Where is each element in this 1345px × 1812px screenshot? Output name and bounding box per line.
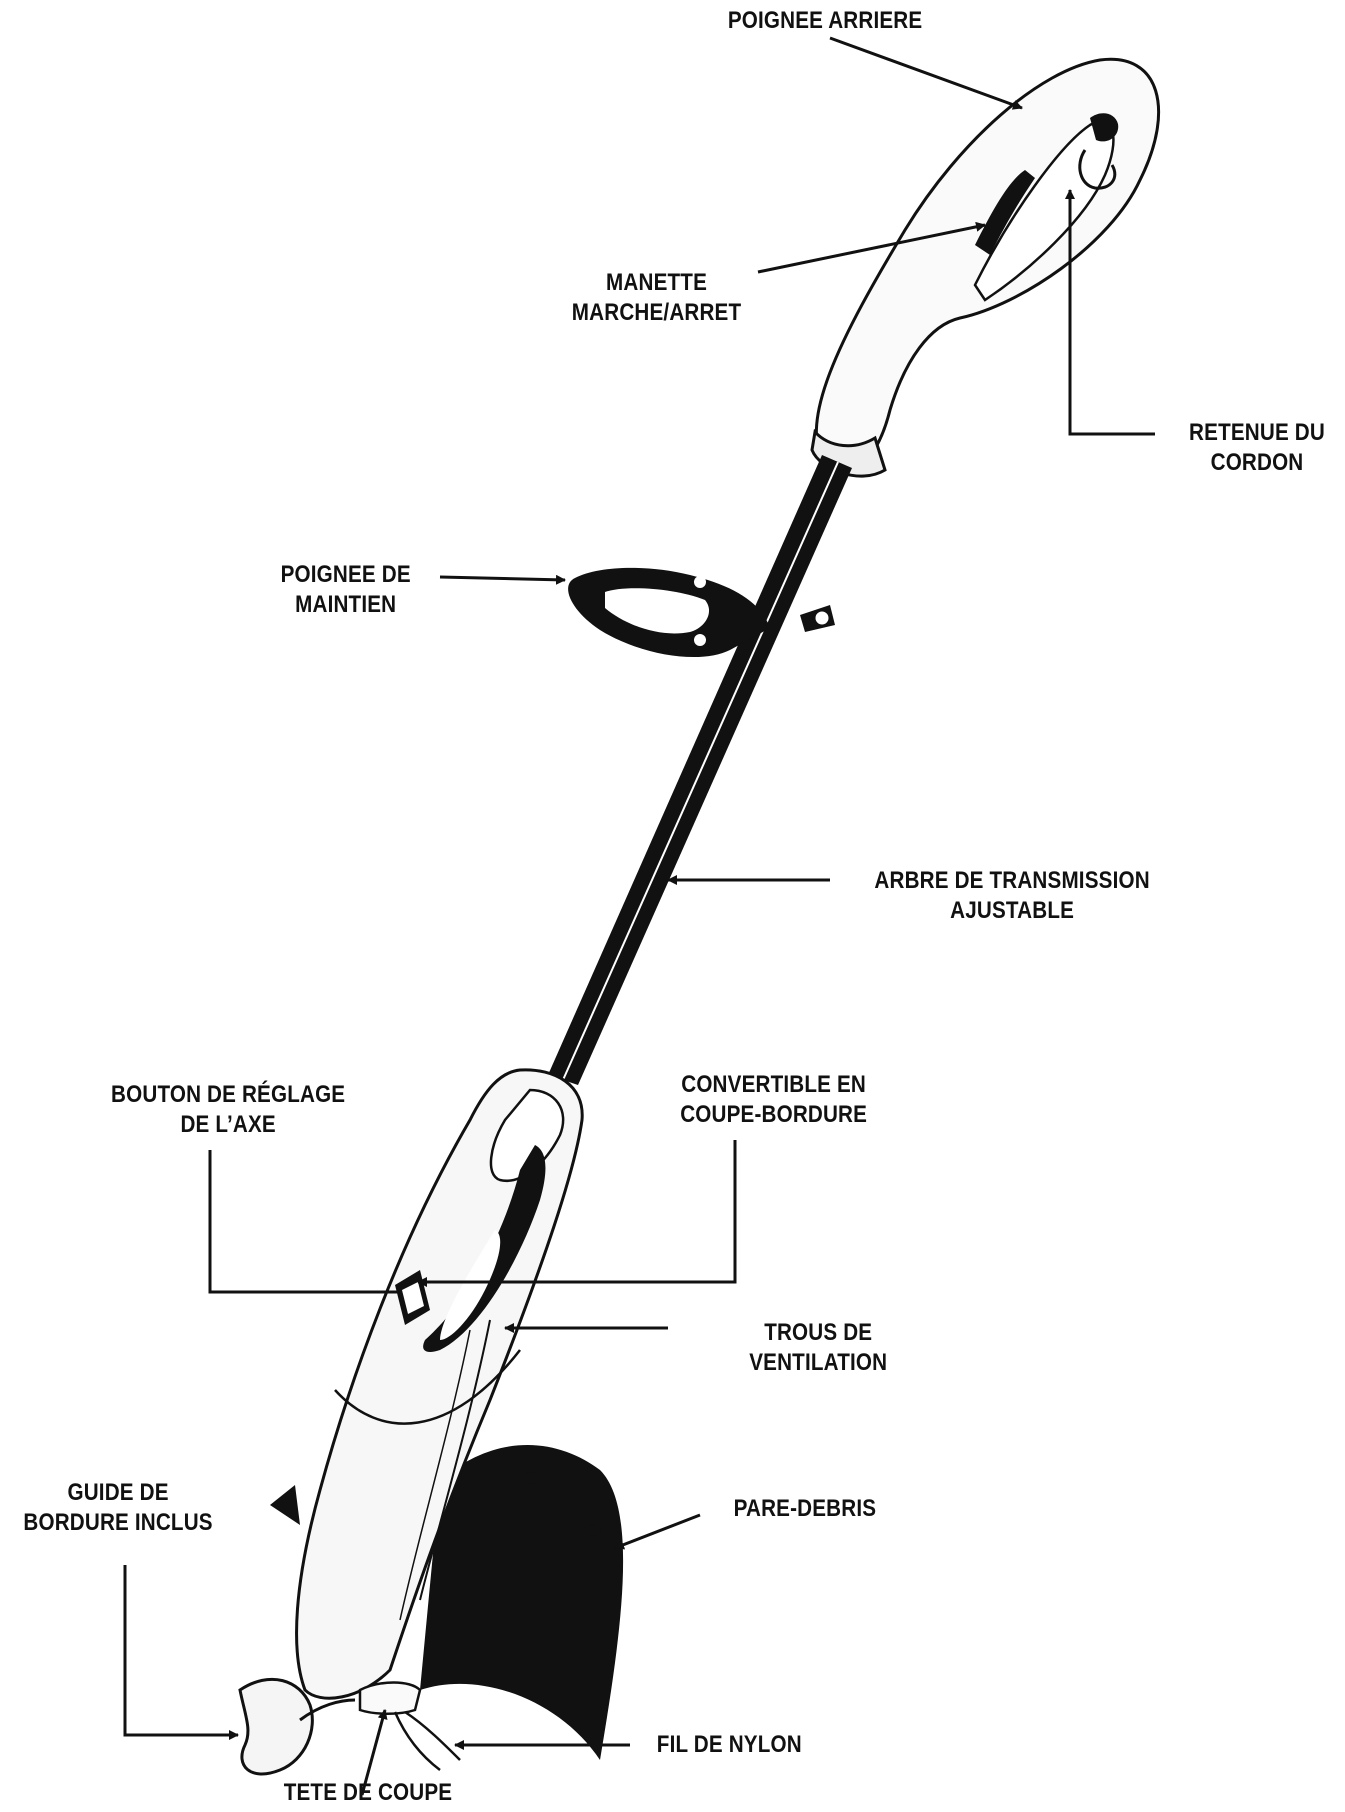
label-guide: GUIDE DE BORDURE INCLUS bbox=[23, 1478, 212, 1538]
label-fil: FIL DE NYLON bbox=[657, 1730, 802, 1760]
label-pare-debris: PARE-DEBRIS bbox=[734, 1494, 877, 1524]
label-poignee-arriere-line1: POIGNEE ARRIERE bbox=[727, 7, 923, 34]
label-guide-line2: BORDURE INCLUS bbox=[23, 1509, 213, 1536]
label-retenue-line2: CORDON bbox=[1210, 449, 1304, 476]
motor-housing bbox=[295, 1068, 584, 1700]
edge-guide bbox=[238, 1677, 356, 1776]
leader-poignee-maintien bbox=[439, 574, 566, 585]
leader-manette bbox=[757, 221, 986, 274]
label-manette-line1: MANETTE bbox=[606, 269, 708, 296]
label-poignee-maintien: POIGNEE DE MAINTIEN bbox=[281, 560, 411, 620]
label-retenue: RETENUE DU CORDON bbox=[1189, 418, 1325, 478]
leader-convertible bbox=[417, 1140, 737, 1287]
cutting-head bbox=[358, 1681, 461, 1771]
label-arbre-line2: AJUSTABLE bbox=[950, 897, 1075, 924]
rear-handle bbox=[810, 57, 1161, 478]
label-poignee-maintien-line1: POIGNEE DE bbox=[280, 561, 411, 588]
label-poignee-arriere: POIGNEE ARRIERE bbox=[728, 6, 922, 36]
label-convertible-line1: CONVERTIBLE EN bbox=[681, 1071, 867, 1098]
label-tete-line1: TETE DE COUPE bbox=[283, 1779, 453, 1806]
leader-poignee-arriere bbox=[829, 36, 1023, 110]
label-pare-debris-line1: PARE-DEBRIS bbox=[733, 1495, 877, 1522]
label-retenue-line1: RETENUE DU bbox=[1189, 419, 1325, 446]
label-bouton: BOUTON DE RÉGLAGE DE L’AXE bbox=[111, 1080, 345, 1140]
drive-shaft bbox=[548, 455, 852, 1085]
label-manette-line2: MARCHE/ARRET bbox=[571, 299, 742, 326]
leader-bouton bbox=[208, 1150, 400, 1294]
label-bouton-line1: BOUTON DE RÉGLAGE bbox=[111, 1081, 346, 1108]
label-fil-line1: FIL DE NYLON bbox=[656, 1731, 802, 1758]
label-tete: TETE DE COUPE bbox=[284, 1778, 453, 1808]
label-arbre-line1: ARBRE DE TRANSMISSION bbox=[874, 867, 1150, 894]
label-guide-line1: GUIDE DE bbox=[67, 1479, 169, 1506]
leader-guide bbox=[123, 1565, 239, 1740]
label-trous: TROUS DE VENTILATION bbox=[749, 1318, 887, 1378]
label-convertible-line2: COUPE-BORDURE bbox=[680, 1101, 868, 1128]
label-poignee-maintien-line2: MAINTIEN bbox=[295, 591, 397, 618]
label-manette: MANETTE MARCHE/ARRET bbox=[572, 268, 741, 328]
leader-tete bbox=[360, 1709, 388, 1796]
label-bouton-line2: DE L’AXE bbox=[180, 1111, 276, 1138]
leader-lines bbox=[123, 36, 1155, 1796]
leader-retenue bbox=[1065, 189, 1155, 436]
label-trous-line1: TROUS DE bbox=[764, 1319, 873, 1346]
auxiliary-handle bbox=[568, 567, 835, 658]
label-arbre: ARBRE DE TRANSMISSION AJUSTABLE bbox=[874, 866, 1149, 926]
leader-pare-debris bbox=[614, 1513, 701, 1550]
debris-guard bbox=[270, 1445, 624, 1760]
label-convertible: CONVERTIBLE EN COUPE-BORDURE bbox=[680, 1070, 867, 1130]
label-trous-line2: VENTILATION bbox=[749, 1349, 888, 1376]
